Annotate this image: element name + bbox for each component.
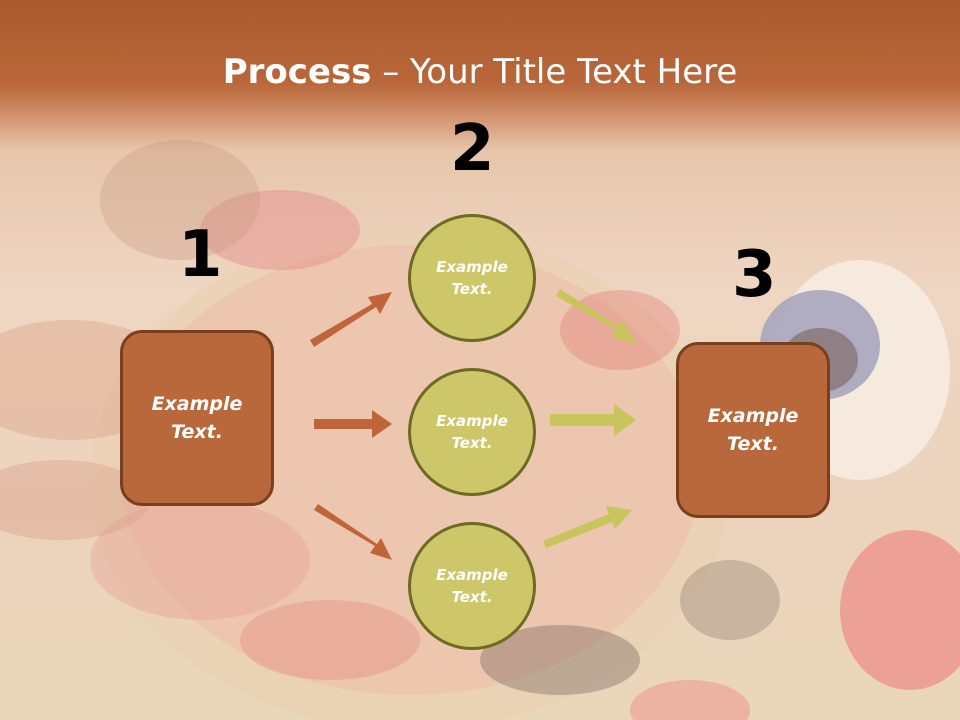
step-2-circle-middle: Example Text. xyxy=(408,368,536,496)
step-1-number: 1 xyxy=(178,218,223,292)
arrow-right-top xyxy=(556,289,636,344)
step-3-box: Example Text. xyxy=(676,342,830,518)
step-2-circle-bottom: Example Text. xyxy=(408,522,536,650)
arrow-right-middle xyxy=(550,404,636,436)
title-bold: Process xyxy=(222,52,372,92)
step-2-circle-top: Example Text. xyxy=(408,214,536,342)
arrow-left-top xyxy=(310,292,392,347)
step-1-box: Example Text. xyxy=(120,330,274,506)
slide-title: Process – Your Title Text Here xyxy=(0,52,960,92)
step-2-number: 2 xyxy=(450,112,495,186)
arrow-right-bottom xyxy=(543,506,632,548)
arrow-left-middle xyxy=(314,410,392,438)
arrow-left-bottom xyxy=(314,504,392,560)
title-band xyxy=(0,0,960,150)
step-3-number: 3 xyxy=(732,238,777,312)
title-rest: – Your Title Text Here xyxy=(371,52,738,92)
